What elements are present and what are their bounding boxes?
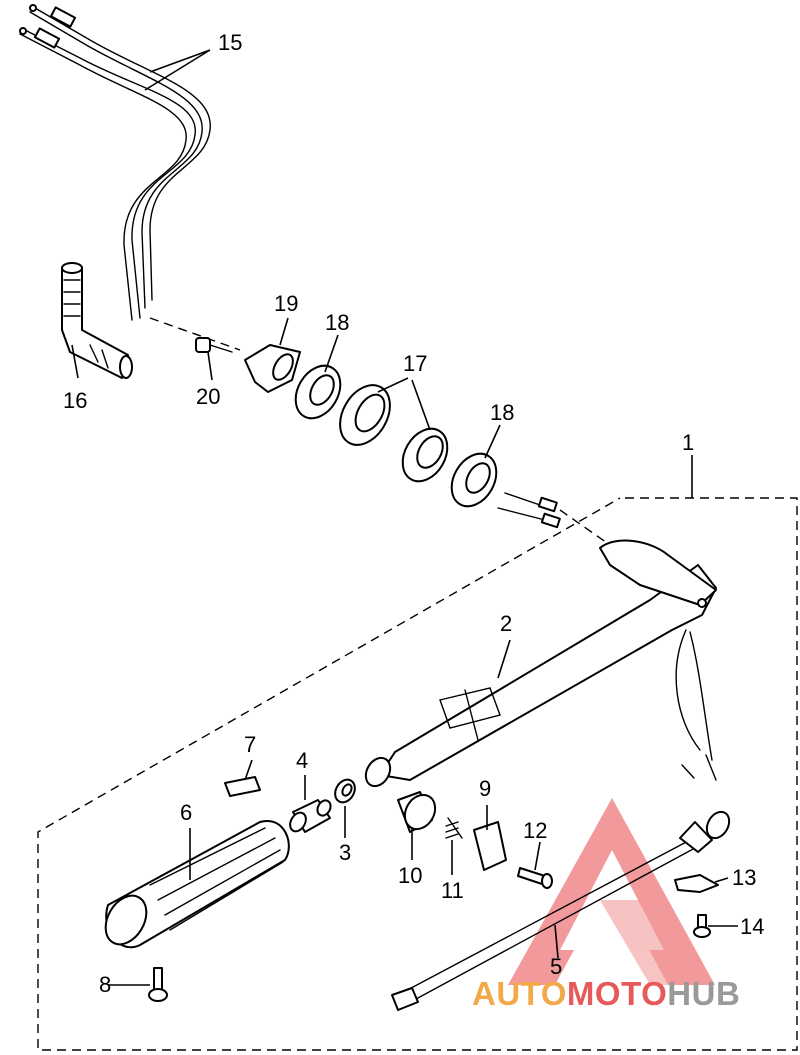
callout-4: 4	[296, 748, 309, 773]
part-9-clamp	[473, 821, 507, 871]
watermark-part3: HUB	[667, 975, 741, 1012]
part-20-screw	[195, 337, 233, 353]
part-18-washer-lower	[450, 452, 498, 508]
part-19-plate	[244, 344, 301, 393]
callout-1: 1	[682, 430, 695, 455]
part-6-throttle-grip	[104, 819, 290, 949]
watermark-logo-icon	[508, 798, 715, 985]
callout-13: 13	[732, 865, 757, 890]
part-17-bushings	[339, 384, 449, 483]
watermark-text: AUTOMOTOHUB	[472, 975, 740, 1013]
callout-9: 9	[479, 776, 492, 801]
callout-7: 7	[244, 732, 257, 757]
callout-5: 5	[550, 954, 563, 979]
part-3-washer	[334, 778, 356, 804]
callout-10: 10	[398, 863, 423, 888]
part-18-washer-upper	[294, 364, 342, 420]
part-13-clip	[674, 874, 719, 893]
part-7-decal	[224, 776, 261, 797]
callout-3: 3	[339, 840, 352, 865]
watermark-part2: MOTO	[566, 975, 668, 1012]
cable-ends	[497, 492, 611, 546]
part-14-screw	[693, 914, 711, 938]
callout-6: 6	[180, 800, 193, 825]
callout-14: 14	[740, 914, 765, 939]
part-4-collar	[289, 799, 332, 833]
part-8-screw	[148, 967, 168, 1002]
assembly-boundary	[37, 497, 798, 1051]
callout-20: 20	[196, 384, 221, 409]
callout-18-lower: 18	[490, 400, 515, 425]
callout-12: 12	[523, 818, 548, 843]
part-12-bolt	[517, 867, 553, 889]
callout-2: 2	[500, 611, 513, 636]
part-2-tiller-arm	[364, 539, 717, 788]
part-11-spring	[445, 817, 463, 839]
callout-17: 17	[403, 351, 428, 376]
watermark-part1: AUTO	[472, 975, 567, 1012]
part-5-shift-rod	[391, 810, 731, 1011]
part-16-grommet	[61, 262, 133, 379]
callout-16: 16	[63, 388, 88, 413]
callout-8: 8	[99, 972, 112, 997]
callout-19: 19	[274, 291, 299, 316]
callout-15: 15	[218, 30, 243, 55]
callout-11: 11	[441, 878, 464, 903]
part-15-cables	[19, 4, 241, 351]
part-10-friction-knob	[397, 791, 437, 833]
callout-leaders	[71, 49, 738, 986]
callout-18-upper: 18	[325, 310, 350, 335]
